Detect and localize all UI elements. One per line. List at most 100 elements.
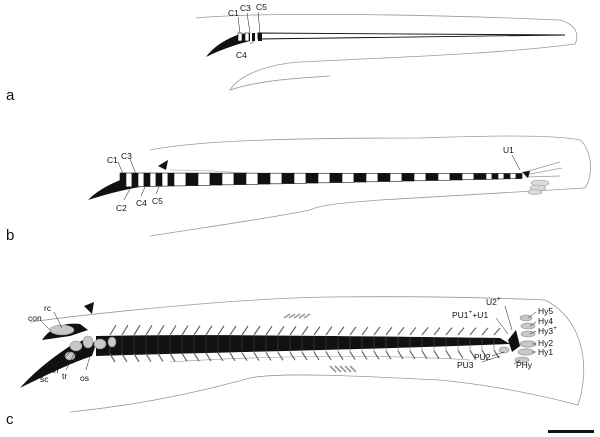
panel-c-neural-spine — [181, 325, 189, 336]
panel-b-body-outline — [149, 135, 591, 237]
panel-b-centrum — [377, 173, 391, 182]
panel-b-centrum — [413, 173, 427, 182]
panel-b-label-c3: C3 — [121, 151, 132, 161]
panel-c-haemal-spine — [145, 353, 152, 362]
panel-b-centrum — [401, 173, 415, 182]
panel-b-centrum — [161, 172, 169, 187]
panel-a-notochord — [257, 32, 566, 40]
panel-c-haemal-spine — [397, 350, 404, 360]
panel-b-leader-u1 — [511, 154, 521, 171]
panel-b-centrum — [515, 173, 523, 179]
panel-a-label-c1: C1 — [228, 8, 239, 18]
panel-b-label-c5: C5 — [152, 196, 163, 206]
panel-c-label-hy5: Hy5 — [538, 306, 553, 316]
panel-c-neural-spine — [121, 324, 129, 336]
panel-c-neural-spine — [481, 327, 489, 336]
panel-c-vertebral-column — [96, 324, 510, 363]
panel-c-leaders — [41, 305, 537, 371]
panel-b-label-c4: C4 — [136, 198, 147, 208]
panel-b-leader-c5 — [155, 186, 160, 195]
panel-b-centrum — [119, 172, 127, 188]
panel-a-leader-c5 — [257, 11, 261, 34]
panel-b-centrum — [437, 173, 451, 181]
panel-c-haemal-spine — [241, 352, 248, 361]
panel-c-haemal-spine — [433, 350, 440, 359]
panel-b-centrum — [365, 173, 379, 183]
panel-c-neural-spine — [205, 325, 213, 336]
panel-c-neural-spine — [397, 326, 405, 336]
panel-b-centrum — [209, 172, 223, 186]
panel-c-neural-spine — [157, 325, 165, 336]
panel-c-haemal-spine — [121, 353, 128, 363]
panel-b-centrum — [155, 172, 163, 187]
panel-c-neural-spine — [361, 326, 369, 336]
panel-b-centrum — [185, 172, 199, 186]
panel-c-label-sc: sc — [40, 374, 49, 384]
panel-c-neural-spine — [289, 326, 297, 336]
panel-c-haemal-spine — [289, 351, 296, 361]
panel-c-haemal-spine — [337, 351, 344, 360]
panel-c-neural-spine — [277, 325, 285, 336]
panel-c-cranial-cartilages — [49, 324, 117, 361]
panel-c-neural-spine — [253, 325, 261, 336]
panel-b-centrum — [329, 172, 343, 183]
panel-c-neural-spine — [217, 325, 225, 336]
panel-c-haemal-spine — [229, 352, 236, 362]
panel-c-haemal-spine — [373, 350, 380, 360]
panel-c-centra — [96, 335, 510, 356]
panel-b-caudal-complex — [522, 161, 563, 195]
panel-c-haemal-spine — [133, 353, 140, 363]
panel-b-centrum — [491, 173, 499, 180]
panel-c-neural-spine — [445, 327, 453, 336]
panel-b-centrum — [425, 173, 439, 181]
scale-bar — [548, 430, 594, 433]
panel-c-neural-spine — [409, 326, 417, 336]
panel-c-letter: c — [6, 411, 14, 428]
panel-b-centrum — [509, 173, 517, 180]
panel-b-centrum — [389, 173, 403, 182]
panel-c-label-u2: U2+ — [486, 296, 501, 307]
panel-c-dorsal-fin-radials — [283, 313, 311, 319]
panel-a-label-c4: C4 — [236, 50, 247, 60]
panel-c: rc con sc in tr os U2+ PU1++U1 Hy5 Hy4 H… — [6, 296, 585, 428]
panel-b-centrum — [317, 172, 331, 184]
panel-b-centrum — [281, 172, 295, 184]
panel-b-label-c2: C2 — [116, 203, 127, 213]
panel-b-centrum — [257, 172, 271, 185]
panel-b-centrum — [503, 173, 511, 180]
panel-b-centrum — [125, 172, 133, 188]
panel-b-centrum — [485, 173, 493, 180]
panel-b-leader-c3 — [129, 158, 137, 175]
panel-b-vertebral-column — [119, 172, 523, 188]
panel-c-haemal-spine — [421, 350, 428, 360]
panel-c-label-phy: PHy — [516, 360, 533, 370]
panel-b-centrum — [497, 173, 505, 180]
panel-b-centrum — [197, 172, 211, 186]
panel-b-centrum — [167, 172, 175, 187]
panel-c-haemal-spine — [193, 352, 200, 362]
panel-c-body-outline — [29, 296, 585, 413]
panel-c-haemal-spine — [265, 352, 272, 361]
panel-c-neural-spine — [385, 326, 393, 336]
panel-c-haemal-spine — [445, 350, 452, 359]
panel-c-haemal-spine — [205, 352, 212, 362]
panel-c-neural-spine — [169, 325, 177, 336]
panel-b-centrum — [233, 172, 247, 185]
panel-c-label-hy3: Hy3+ — [538, 325, 557, 336]
panel-c-label-hy4: Hy4 — [538, 316, 553, 326]
panel-c-label-os: os — [80, 373, 89, 383]
panel-a-centrum — [244, 32, 250, 42]
panel-c-haemal-spine — [457, 350, 464, 359]
panel-b-centrum — [245, 172, 259, 185]
panel-c-haemal-spine — [181, 352, 188, 362]
panel-c-label-hy2: Hy2 — [538, 338, 553, 348]
panel-c-neural-spine — [349, 326, 357, 336]
panel-a-centrum — [252, 33, 255, 41]
panel-c-caudal-complex — [498, 314, 537, 364]
panel-c-neural-spine — [469, 327, 477, 336]
panel-a-leader-c3 — [246, 12, 251, 34]
panel-c-haemal-spine — [481, 349, 488, 359]
panel-c-haemal-spine — [385, 350, 392, 360]
panel-c-haemal-spine — [217, 352, 224, 362]
panel-b-centrum — [221, 172, 235, 186]
